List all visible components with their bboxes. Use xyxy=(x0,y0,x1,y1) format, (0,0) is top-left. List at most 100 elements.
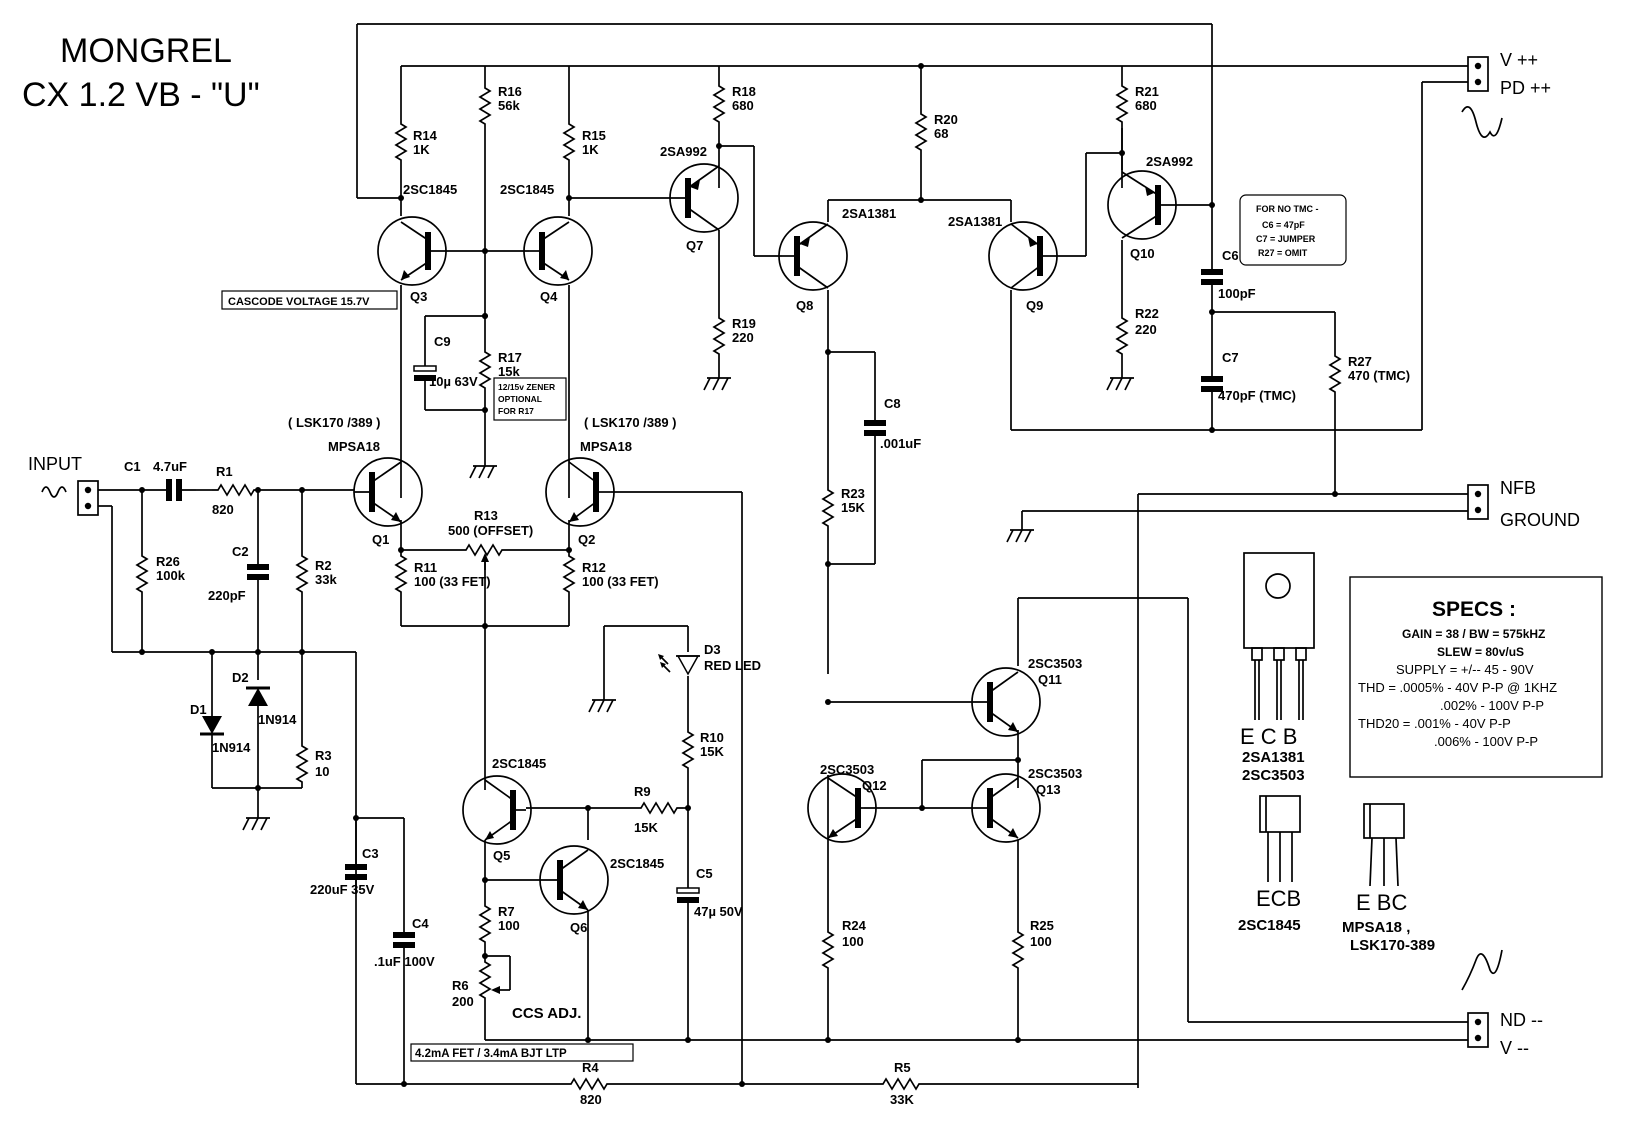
q2-type: MPSA18 xyxy=(580,439,632,454)
input-connector[interactable] xyxy=(77,480,99,516)
c4-ref: C4 xyxy=(412,916,429,931)
title-line-1: MONGREL xyxy=(60,32,232,70)
q8-type: 2SA1381 xyxy=(842,206,896,221)
c8-value: .001uF xyxy=(880,436,921,451)
r11-value: 100 (33 FET) xyxy=(414,574,491,589)
r19-ref: R19 xyxy=(732,316,756,331)
transistor-q3 xyxy=(377,216,447,286)
resistor-r27 xyxy=(1329,349,1341,399)
r21-ref: R21 xyxy=(1135,84,1159,99)
transistor-q4 xyxy=(523,216,593,286)
d1-value: 1N914 xyxy=(212,740,251,755)
specs-heading: SPECS : xyxy=(1432,598,1516,621)
r5-value: 33K xyxy=(890,1092,914,1107)
title-line-2: CX 1.2 VB - "U" xyxy=(22,76,260,114)
wires xyxy=(96,23,1468,1088)
resistor-r16 xyxy=(479,81,491,131)
q1-type: MPSA18 xyxy=(328,439,380,454)
d2-ref: D2 xyxy=(232,670,249,685)
resistor-r5 xyxy=(876,1078,926,1090)
nfb-ground-connector[interactable] xyxy=(1467,484,1489,520)
resistor-r10 xyxy=(682,725,694,775)
c7-ref: C7 xyxy=(1222,350,1239,365)
r10-ref: R10 xyxy=(700,730,724,745)
r2-value: 33k xyxy=(315,572,337,587)
q10-ref: Q10 xyxy=(1130,246,1155,261)
resistor-r15 xyxy=(563,117,575,167)
to92b-pins: E BC xyxy=(1356,890,1407,915)
r23-value: 15K xyxy=(841,500,865,515)
resistor-r25 xyxy=(1012,925,1024,975)
specs-line-3: SUPPLY = +/-- 45 - 90V xyxy=(1396,662,1534,677)
q8-ref: Q8 xyxy=(796,298,813,313)
r18-value: 680 xyxy=(732,98,754,113)
r25-value: 100 xyxy=(1030,934,1052,949)
resistor-r3 xyxy=(296,739,308,789)
resistor-r9 xyxy=(634,802,684,814)
q10-type: 2SA992 xyxy=(1146,154,1193,169)
r5-ref: R5 xyxy=(894,1060,911,1075)
to126-pins: E C B xyxy=(1240,724,1297,749)
zener-note-3: FOR R17 xyxy=(498,406,534,416)
d2-value: 1N914 xyxy=(258,712,297,727)
r1-ref: R1 xyxy=(216,464,233,479)
transistor-q11 xyxy=(970,667,1041,737)
q9-type: 2SA1381 xyxy=(948,214,1002,229)
specs-line-6: THD20 = .001% - 40V P-P xyxy=(1358,716,1511,731)
transistor-q5 xyxy=(462,775,532,845)
r9-value: 15K xyxy=(634,820,658,835)
transistor-q13 xyxy=(962,773,1041,843)
pdpp-label: PD ++ xyxy=(1500,78,1551,98)
resistor-r13 xyxy=(459,544,509,570)
specs-box: SPECS : GAIN = 38 / BW = 575kHZ SLEW = 8… xyxy=(1349,576,1603,778)
q13-type: 2SC3503 xyxy=(1028,766,1082,781)
resistor-r1 xyxy=(211,484,261,496)
r20-ref: R20 xyxy=(934,112,958,127)
to92a-pins: ECB xyxy=(1256,886,1301,911)
r26-value: 100k xyxy=(156,568,186,583)
resistor-r14 xyxy=(395,117,407,167)
r10-value: 15K xyxy=(700,744,724,759)
r14-value: 1K xyxy=(413,142,430,157)
vpp-pdpp-connector[interactable] xyxy=(1467,56,1489,92)
c3-ref: C3 xyxy=(362,846,379,861)
to126-package-icon xyxy=(1243,552,1315,720)
c2-ref: C2 xyxy=(232,544,249,559)
q13-ref: Q13 xyxy=(1036,782,1061,797)
c5-value: 47µ 50V xyxy=(694,904,743,919)
q7-ref: Q7 xyxy=(686,238,703,253)
cascode-note-box: CASCODE VOLTAGE 15.7V xyxy=(221,290,398,310)
r2-ref: R2 xyxy=(315,558,332,573)
resistor-r26 xyxy=(136,549,148,599)
transistor-q1 xyxy=(353,457,423,527)
q5-type: 2SC1845 xyxy=(492,756,546,771)
r24-value: 100 xyxy=(842,934,864,949)
r6-ref: R6 xyxy=(452,978,469,993)
r14-ref: R14 xyxy=(413,128,438,143)
r22-ref: R22 xyxy=(1135,306,1159,321)
q11-type: 2SC3503 xyxy=(1028,656,1082,671)
ltp-note-box: 4.2mA FET / 3.4mA BJT LTP xyxy=(410,1043,634,1062)
transistor-q10 xyxy=(1107,170,1177,240)
diode-d1 xyxy=(200,700,224,736)
resistor-r23 xyxy=(822,483,834,533)
r4-ref: R4 xyxy=(582,1060,599,1075)
ndmm-vmm-connector[interactable] xyxy=(1467,1012,1489,1048)
to92b-part-1: MPSA18 , xyxy=(1342,919,1410,936)
input-sine-icon xyxy=(41,486,67,498)
zener-note-box: 12/15v ZENER OPTIONAL FOR R17 xyxy=(493,377,567,421)
nd-sine-icon xyxy=(1461,949,1503,991)
c3-value: 220uF 35V xyxy=(310,882,375,897)
r13-value: 500 (OFFSET) xyxy=(448,523,533,538)
to126-part-2: 2SC3503 xyxy=(1242,767,1305,784)
q2-ref: Q2 xyxy=(578,532,595,547)
specs-line-1: GAIN = 38 / BW = 575kHZ xyxy=(1402,627,1545,641)
c6-ref: C6 xyxy=(1222,248,1239,263)
resistor-r20 xyxy=(915,107,927,157)
resistor-r21 xyxy=(1116,79,1128,129)
r7-ref: R7 xyxy=(498,904,515,919)
r13-ref: R13 xyxy=(474,508,498,523)
r11-ref: R11 xyxy=(414,560,437,575)
c9-value: 10µ 63V xyxy=(429,374,478,389)
